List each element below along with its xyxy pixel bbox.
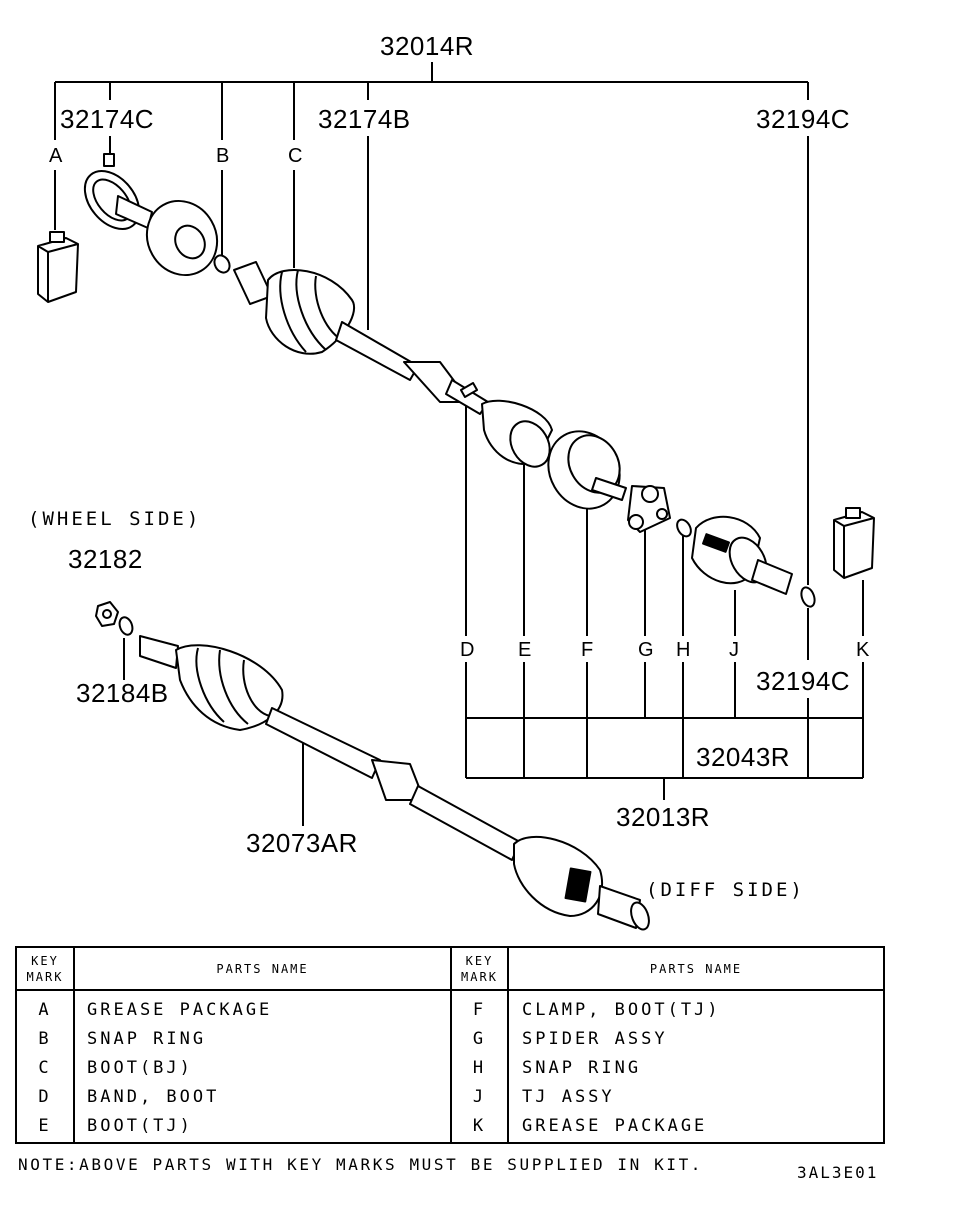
key-header-line2: MARK bbox=[26, 969, 64, 984]
key-mark-header-right: KEY MARK bbox=[452, 948, 507, 991]
label-32043r: 32043R bbox=[696, 742, 790, 772]
key-letter-j: J bbox=[729, 639, 739, 661]
wheel-side-label: (WHEEL SIDE) bbox=[28, 508, 201, 530]
label-32174b: 32174B bbox=[318, 104, 411, 134]
row-name-d: BAND, BOOT bbox=[87, 1087, 220, 1107]
boot-tj-e-icon bbox=[481, 399, 553, 468]
row-mark-b: B bbox=[38, 1029, 52, 1049]
row-name-a: GREASE PACKAGE bbox=[87, 1000, 273, 1020]
row-mark-g: G bbox=[472, 1029, 487, 1049]
key-letter-d: D bbox=[460, 639, 474, 661]
parts-name-header-text: PARTS NAME bbox=[216, 961, 309, 976]
key-header-line1: KEY bbox=[465, 953, 494, 968]
row-name-b: SNAP RING bbox=[87, 1029, 207, 1049]
snap-ring-32194c-icon bbox=[800, 586, 816, 608]
key-letter-e: E bbox=[518, 639, 531, 661]
drawing-code: 3AL3E01 bbox=[797, 1163, 879, 1182]
row-mark-c: C bbox=[38, 1058, 52, 1078]
parts-name-header-right: PARTS NAME bbox=[509, 948, 883, 991]
row-name-f: CLAMP, BOOT(TJ) bbox=[522, 1000, 721, 1020]
label-32073ar: 32073AR bbox=[246, 828, 358, 858]
row-mark-j: J bbox=[472, 1087, 487, 1107]
diff-side-label: (DIFF SIDE) bbox=[646, 879, 805, 901]
key-letter-g: G bbox=[638, 639, 654, 661]
key-mark-header-left: KEY MARK bbox=[17, 948, 73, 991]
kit-note: NOTE:ABOVE PARTS WITH KEY MARKS MUST BE … bbox=[18, 1155, 704, 1174]
label-32194c-top: 32194C bbox=[756, 104, 850, 134]
key-header-line1: KEY bbox=[31, 953, 59, 968]
table-divider bbox=[73, 948, 75, 1142]
table-divider bbox=[507, 948, 509, 1142]
nut-32182-icon bbox=[95, 601, 119, 627]
key-letter-a: A bbox=[49, 145, 63, 167]
label-32013r: 32013R bbox=[616, 802, 710, 832]
grease-package-k-icon bbox=[833, 507, 875, 579]
row-name-g: SPIDER ASSY bbox=[522, 1029, 668, 1049]
label-32182: 32182 bbox=[68, 544, 143, 574]
row-name-k: GREASE PACKAGE bbox=[522, 1116, 708, 1136]
exploded-parts-diagram: 32014R 32174C 32174B 32194C 32194C 32182… bbox=[28, 31, 875, 931]
band-d-icon bbox=[459, 382, 479, 398]
row-mark-a: A bbox=[38, 1000, 52, 1020]
snap-ring-b-icon bbox=[213, 254, 231, 274]
table-divider bbox=[450, 948, 452, 1142]
bj-outer-race-icon bbox=[115, 195, 219, 277]
parts-name-header-text: PARTS NAME bbox=[649, 961, 743, 976]
label-32014r: 32014R bbox=[380, 31, 474, 61]
outer-boot-icon bbox=[175, 644, 284, 731]
key-header-line2: MARK bbox=[461, 969, 498, 984]
boot-bj-c-icon bbox=[265, 268, 355, 355]
key-letter-h: H bbox=[676, 639, 690, 661]
key-letter-k: K bbox=[856, 639, 870, 661]
key-letter-b: B bbox=[216, 145, 229, 167]
row-mark-d: D bbox=[38, 1087, 52, 1107]
upper-shaft-assembly bbox=[37, 153, 875, 608]
row-name-h: SNAP RING bbox=[522, 1058, 642, 1078]
clamp-boot-f-icon bbox=[547, 430, 627, 510]
grease-package-a-icon bbox=[37, 231, 79, 303]
row-mark-f: F bbox=[472, 1000, 487, 1020]
parts-name-header-left: PARTS NAME bbox=[75, 948, 450, 991]
tj-assy-j-icon bbox=[691, 515, 793, 595]
label-32194c-bottom: 32194C bbox=[756, 666, 850, 696]
row-name-c: BOOT(BJ) bbox=[87, 1058, 193, 1078]
lower-shaft-assembly bbox=[95, 601, 650, 931]
row-mark-e: E bbox=[38, 1116, 52, 1136]
parts-table: KEY MARK PARTS NAME KEY MARK PARTS NAME … bbox=[15, 946, 885, 1144]
clamp-ring-icon bbox=[83, 153, 141, 230]
row-name-e: BOOT(TJ) bbox=[87, 1116, 193, 1136]
key-letter-c: C bbox=[288, 145, 302, 167]
snap-ring-h-icon bbox=[676, 518, 692, 538]
row-name-j: TJ ASSY bbox=[522, 1087, 615, 1107]
washer-32184b-icon bbox=[118, 616, 134, 636]
label-32184b: 32184B bbox=[76, 678, 169, 708]
row-mark-k: K bbox=[472, 1116, 487, 1136]
row-mark-h: H bbox=[472, 1058, 487, 1078]
inner-joint-icon bbox=[513, 835, 650, 931]
label-32174c: 32174C bbox=[60, 104, 154, 134]
spider-assy-g-icon bbox=[627, 485, 671, 533]
key-letter-f: F bbox=[581, 639, 593, 661]
